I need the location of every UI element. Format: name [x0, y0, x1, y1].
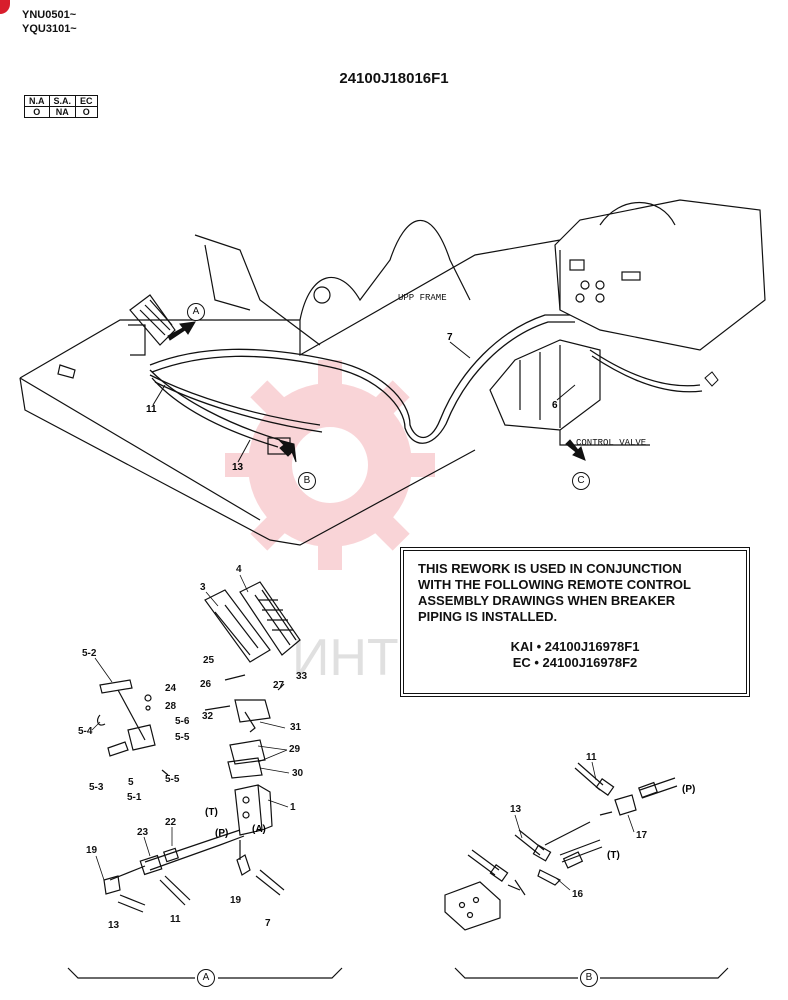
- callout-5-5b: 5-5: [165, 774, 180, 785]
- callout-5: 5: [128, 777, 134, 788]
- view-a-marker: A: [187, 303, 205, 321]
- view-b-baseline: [454, 967, 729, 979]
- control-valve-label: CONTROL VALVE: [576, 438, 647, 448]
- callout-11-b: 11: [586, 752, 597, 763]
- corner-mark: [0, 0, 10, 14]
- serial-range-1: YNU0501~: [22, 9, 77, 21]
- view-b-marker: B: [298, 472, 316, 490]
- upp-frame-label: UPP FRAME: [398, 293, 447, 303]
- callout-5-5: 5-5: [175, 732, 190, 743]
- callout-4: 4: [236, 564, 242, 575]
- port-t-a: (T): [205, 807, 218, 818]
- notice-line: WITH THE FOLLOWING REMOTE CONTROL: [418, 577, 691, 592]
- callout-3: 3: [200, 582, 206, 593]
- rework-notice: THIS REWORK IS USED IN CONJUNCTION WITH …: [400, 547, 750, 697]
- view-c-marker: C: [572, 472, 590, 490]
- callout-25: 25: [203, 655, 215, 666]
- callout-30: 30: [292, 768, 304, 779]
- callout-7-a: 7: [265, 918, 271, 929]
- callout-1: 1: [290, 802, 296, 813]
- callout-26: 26: [200, 679, 212, 690]
- callout-6: 6: [552, 400, 558, 411]
- callout-27: 27: [273, 680, 285, 691]
- callout-33: 33: [296, 671, 308, 682]
- callout-5-3: 5-3: [89, 782, 104, 793]
- callout-5-6: 5-6: [175, 716, 190, 727]
- callout-13-a: 13: [108, 920, 120, 931]
- notice-ref-ec: EC • 24100J16978F2: [512, 655, 638, 670]
- notice-line: ASSEMBLY DRAWINGS WHEN BREAKER: [418, 593, 676, 608]
- notice-line: THIS REWORK IS USED IN CONJUNCTION: [418, 561, 682, 576]
- view-a-baseline: [67, 967, 343, 979]
- port-t-b: (T): [607, 850, 620, 861]
- callout-22: 22: [165, 817, 177, 828]
- availability-value: NA: [48, 106, 77, 118]
- availability-value: O: [75, 106, 98, 118]
- notice-line: PIPING IS INSTALLED.: [418, 609, 558, 624]
- part-number-title: 24100J18016F1: [339, 70, 449, 87]
- callout-11-a: 11: [170, 914, 181, 925]
- callout-28: 28: [165, 701, 177, 712]
- callout-5-4: 5-4: [78, 726, 93, 737]
- port-p-b: (P): [682, 784, 695, 795]
- serial-range-2: YQU3101~: [22, 23, 77, 35]
- callout-11: 11: [146, 404, 157, 415]
- callout-19: 19: [86, 845, 98, 856]
- callout-5-1: 5-1: [127, 792, 142, 803]
- callout-5-2: 5-2: [82, 648, 97, 659]
- callout-13: 13: [232, 462, 244, 473]
- callout-29: 29: [289, 744, 301, 755]
- view-b-title: B: [580, 969, 598, 987]
- availability-table: N.A S.A. EC O NA O: [24, 95, 98, 118]
- callout-13-b: 13: [510, 804, 522, 815]
- port-a: (A): [252, 824, 266, 835]
- watermark-gear-icon: [225, 360, 435, 570]
- view-a-title: A: [197, 969, 215, 987]
- callout-32: 32: [202, 711, 214, 722]
- availability-value: O: [24, 106, 50, 118]
- callout-31: 31: [290, 722, 302, 733]
- callout-16: 16: [572, 889, 584, 900]
- callout-19-b: 19: [230, 895, 242, 906]
- notice-ref-kai: KAI • 24100J16978F1: [510, 639, 640, 654]
- callout-17: 17: [636, 830, 648, 841]
- callout-24: 24: [165, 683, 177, 694]
- port-p-a: (P): [215, 828, 228, 839]
- callout-23: 23: [137, 827, 149, 838]
- callout-7: 7: [447, 332, 453, 343]
